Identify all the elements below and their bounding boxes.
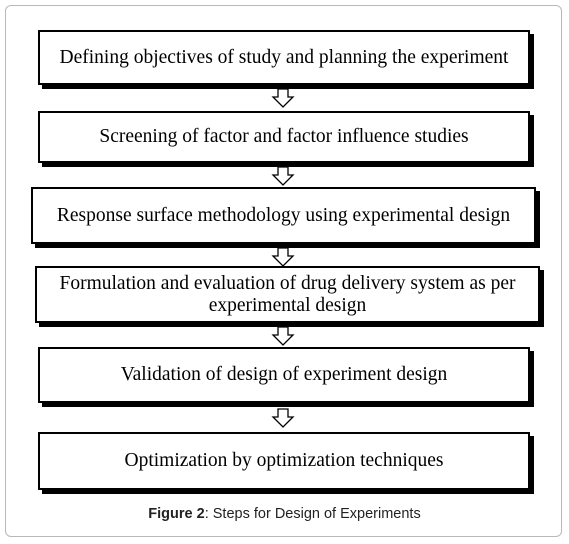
caption-text: Steps for Design of Experiments — [212, 506, 421, 522]
step-box-formulation: Formulation and evaluation of drug deliv… — [35, 266, 540, 323]
figure-label: Figure 2 — [148, 506, 205, 522]
step-box-validation: Validation of design of experiment desig… — [38, 347, 530, 403]
down-arrow-icon — [271, 247, 295, 267]
step-box-response-surface: Response surface methodology using exper… — [31, 187, 536, 244]
step-label: Optimization by optimization techniques — [124, 450, 444, 471]
down-arrow-icon — [271, 326, 295, 346]
step-box-screening: Screening of factor and factor influence… — [38, 111, 530, 163]
step-label: Screening of factor and factor influence… — [99, 126, 469, 147]
step-box-optimization: Optimization by optimization techniques — [38, 432, 530, 490]
down-arrow-icon — [271, 408, 295, 428]
caption-separator: : — [204, 506, 213, 522]
step-label: Formulation and evaluation of drug deliv… — [59, 272, 516, 316]
down-arrow-icon — [271, 166, 295, 186]
step-box-define-objectives: Defining objectives of study and plannin… — [38, 30, 530, 85]
step-label: Defining objectives of study and plannin… — [59, 46, 509, 68]
figure-caption: Figure 2: Steps for Design of Experiment… — [0, 506, 569, 522]
step-label: Validation of design of experiment desig… — [120, 364, 448, 385]
down-arrow-icon — [271, 88, 295, 108]
step-label: Response surface methodology using exper… — [56, 204, 511, 226]
